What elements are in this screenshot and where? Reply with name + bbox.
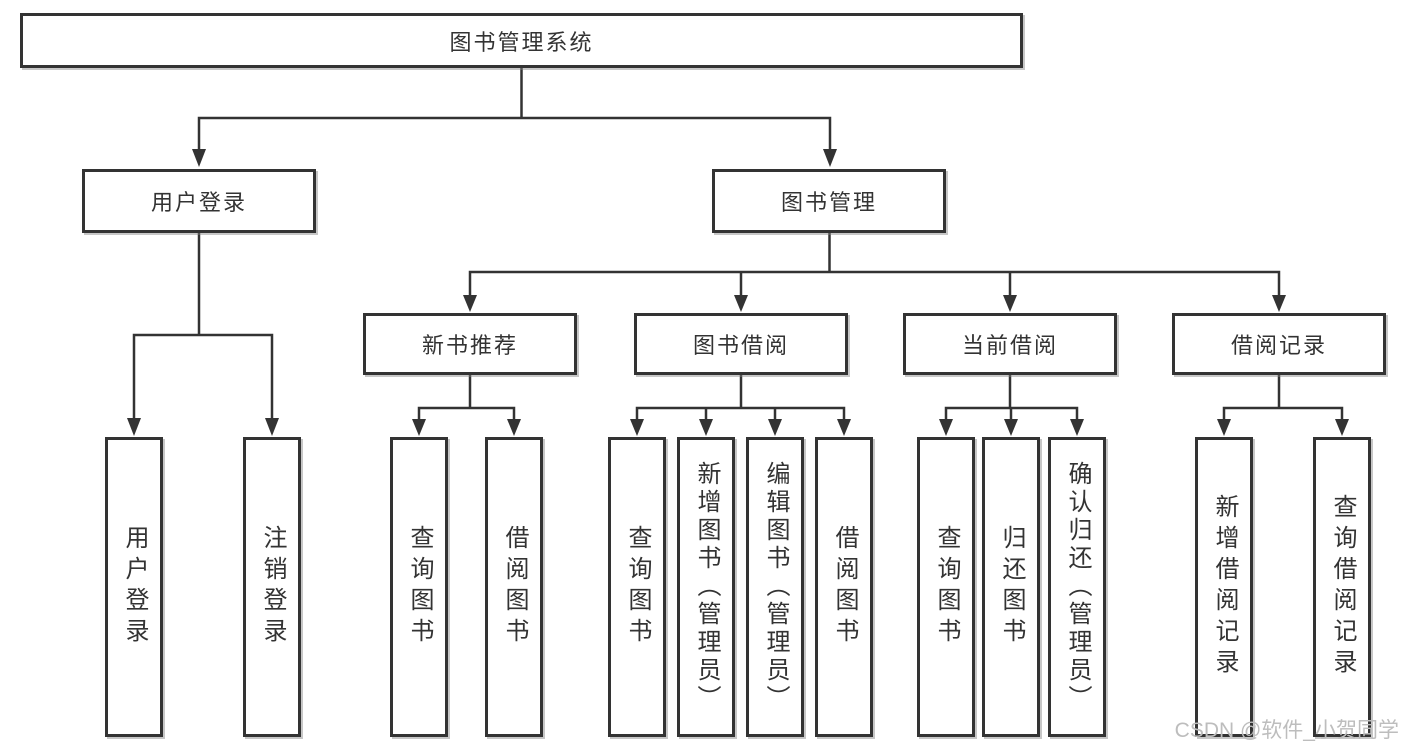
connector-current-borrowing-arrowheads xyxy=(939,419,1084,436)
leaf-borrow-add-books-admin: 新增图书（管理员） xyxy=(677,437,735,737)
node-label: 新书推荐 xyxy=(421,333,518,358)
leaf-current-confirm-return-admin: 确认归还（管理员） xyxy=(1048,437,1106,737)
connector-user-login xyxy=(132,230,274,422)
node-label: 用户登录 xyxy=(150,190,247,215)
node-label: 图书管理系统 xyxy=(449,29,594,55)
leaf-label: 借阅图书 xyxy=(831,525,858,649)
leaf-records-add-borrow-record: 新增借阅记录 xyxy=(1195,437,1253,737)
leaf-newrec-query-books: 查询图书 xyxy=(390,437,448,737)
node-label: 当前借阅 xyxy=(961,333,1058,358)
leaf-label: 查询借阅记录 xyxy=(1329,494,1356,680)
leaf-label: 新增借阅记录 xyxy=(1211,494,1238,680)
leaf-label: 查询图书 xyxy=(933,525,960,649)
node-label: 借阅记录 xyxy=(1230,333,1327,358)
leaf-label: 用户登录 xyxy=(121,525,148,649)
node-book-borrowing: 图书借阅 xyxy=(634,313,848,375)
connector-new-book-recommendation xyxy=(417,372,516,423)
leaf-logout: 注销登录 xyxy=(243,437,301,737)
leaf-label: 归还图书 xyxy=(998,525,1025,649)
leaf-label: 查询图书 xyxy=(624,525,651,649)
connector-current-borrowing xyxy=(944,372,1079,423)
node-label: 图书借阅 xyxy=(692,333,789,358)
node-label: 图书管理 xyxy=(780,190,877,215)
connector-borrowing-records xyxy=(1222,372,1344,423)
leaf-borrow-edit-books-admin: 编辑图书（管理员） xyxy=(746,437,804,737)
leaf-current-return-books: 归还图书 xyxy=(982,437,1040,737)
leaf-newrec-borrow-books: 借阅图书 xyxy=(485,437,543,737)
connector-user-login-arrowheads xyxy=(127,418,279,436)
connector-book-management-arrowheads xyxy=(463,295,1286,312)
leaf-label: 编辑图书（管理员） xyxy=(762,461,789,713)
connector-book-borrowing xyxy=(635,372,846,423)
leaf-borrow-borrow-books: 借阅图书 xyxy=(815,437,873,737)
leaf-label: 新增图书（管理员） xyxy=(693,461,720,713)
connector-book-borrowing-arrowheads xyxy=(630,419,851,436)
leaf-label: 确认归还（管理员） xyxy=(1064,461,1091,713)
leaf-records-query-borrow-record: 查询借阅记录 xyxy=(1313,437,1371,737)
node-book-management: 图书管理 xyxy=(712,169,946,233)
leaf-label: 借阅图书 xyxy=(501,525,528,649)
connector-root-arrowheads xyxy=(192,149,837,167)
leaf-label: 注销登录 xyxy=(259,525,286,649)
node-borrowing-records: 借阅记录 xyxy=(1172,313,1386,375)
leaf-borrow-query-books: 查询图书 xyxy=(608,437,666,737)
node-library-management-system: 图书管理系统 xyxy=(20,13,1023,68)
connector-root xyxy=(197,65,832,153)
node-current-borrowing: 当前借阅 xyxy=(903,313,1117,375)
node-new-book-recommendation: 新书推荐 xyxy=(363,313,577,375)
leaf-label: 查询图书 xyxy=(406,525,433,649)
connector-borrowing-records-arrowheads xyxy=(1217,419,1349,436)
leaf-user-login: 用户登录 xyxy=(105,437,163,737)
connector-new-book-recommendation-arrowheads xyxy=(412,419,521,436)
connector-book-management xyxy=(468,230,1281,299)
node-user-login: 用户登录 xyxy=(82,169,316,233)
leaf-current-query-books: 查询图书 xyxy=(917,437,975,737)
